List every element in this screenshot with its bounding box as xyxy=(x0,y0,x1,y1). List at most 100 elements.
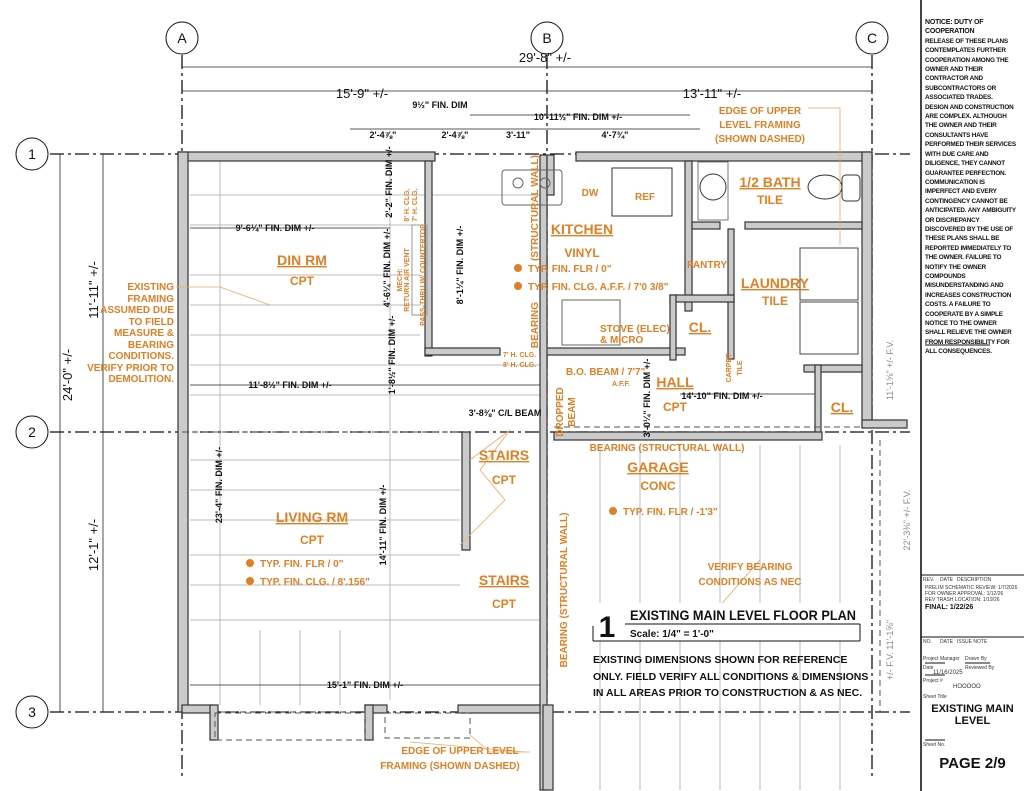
room-half-bath: 1/2 BATH xyxy=(739,174,800,190)
room-laundry: LAUNDRY xyxy=(741,275,810,291)
verify-bearing-note: VERIFY BEARING xyxy=(708,562,793,573)
grid-bubble-a: A xyxy=(165,21,199,55)
ceiling-height-label: 8' H. CLG. xyxy=(404,188,411,221)
grid-label-a: A xyxy=(177,30,187,46)
title-block-lines xyxy=(920,0,1024,791)
note-line: VERIFY PRIOR TO xyxy=(87,363,174,374)
dim-label: 14'-11" FIN. DIM +/- xyxy=(378,485,388,566)
dim-label: 4'-6¼" FIN. DIM +/- xyxy=(382,229,392,308)
issue-header: ISSUE NOTE xyxy=(957,639,988,645)
room-din-rm: DIN RM xyxy=(277,252,327,268)
kitchen-floor-elev: TYP. FIN. FLR / 0" xyxy=(528,264,612,275)
dim-label: 3'-0¼" FIN. DIM +/- xyxy=(642,359,652,438)
grid-label-c: C xyxy=(867,30,877,46)
dim-label: 2'-2" FIN. DIM +/- xyxy=(384,146,394,217)
notice-body: RELEASE OF THESE PLANS CONTEMPLATES FURT… xyxy=(925,37,1016,356)
living-ceiling-elev: TYP. FIN. CLG. / 8'.156" xyxy=(260,577,370,588)
note-line: DEMOLITION. xyxy=(108,374,174,385)
stove-label: STOVE (ELEC) xyxy=(600,324,670,335)
grid-label-2: 2 xyxy=(28,424,36,440)
page-number: PAGE 2/9 xyxy=(939,755,1006,772)
dim-label: 10'-11½" FIN. DIM +/- xyxy=(534,112,622,122)
dishwasher-label: DW xyxy=(582,188,599,199)
room-finish: CPT xyxy=(663,400,688,414)
project-number: HOOOOO xyxy=(953,684,981,690)
target-icon xyxy=(514,264,522,272)
upper-framing-note: FRAMING (SHOWN DASHED) xyxy=(380,761,519,772)
mech-label: MECH: xyxy=(397,269,404,292)
room-finish: CPT xyxy=(300,533,325,547)
issue-header: DATE xyxy=(940,639,953,645)
dim-label: 8'-1¼" FIN. DIM +/- xyxy=(455,226,465,305)
dim-field-verify: 22'-3⅜" +/- F.V. xyxy=(902,490,912,551)
dim-label: 2'-4⅞" xyxy=(370,130,397,140)
room-closet: CL. xyxy=(689,319,712,335)
note-line: FRAMING xyxy=(127,294,174,305)
room-stairs: STAIRS xyxy=(479,447,529,463)
room-finish: TILE xyxy=(757,193,783,207)
dim-vertical-24-0: 24'-0" +/- xyxy=(60,349,75,401)
grid-bubble-1: 1 xyxy=(15,137,49,171)
room-finish: CPT xyxy=(290,274,315,288)
drawing-name: EXISTING MAIN LEVEL FLOOR PLAN xyxy=(630,607,856,623)
dim-label: 23'-4" FIN. DIM +/- xyxy=(214,447,224,523)
stove-label: & MICRO xyxy=(600,335,644,346)
project-number-label: Project # xyxy=(923,678,943,684)
upper-framing-note: EDGE OF UPPER xyxy=(719,106,802,117)
dim-vertical-12-1: 12'-1" +/- xyxy=(86,519,101,571)
room-garage: GARAGE xyxy=(627,459,688,475)
ceiling-height-label: 7' H. CLG. xyxy=(412,188,419,221)
structural-wall-label: (STRUCTURAL WALL) xyxy=(530,155,541,261)
rev-header: REV. xyxy=(923,577,935,583)
grid-label-3: 3 xyxy=(28,704,36,720)
dim-left-span: 15'-9" +/- xyxy=(336,86,388,101)
note-line: TO FIELD xyxy=(129,317,174,328)
target-icon xyxy=(514,282,522,290)
grid-bubble-b: B xyxy=(530,21,564,55)
fixtures xyxy=(411,161,861,355)
dim-field-verify: 11'-1⅝" +/- F.V. xyxy=(885,340,895,400)
dim-label: 9½" FIN. DIM xyxy=(412,100,467,110)
room-finish: CPT xyxy=(492,597,517,611)
date-label: Date xyxy=(923,665,934,671)
carpet-tile-label: CARPET xyxy=(726,353,733,383)
revision-entry: PRELIM SCHEMATIC REVIEW: 1/7/2026 xyxy=(925,585,1018,591)
dim-label: 15'-1" FIN. DIM +/- xyxy=(327,680,403,690)
ceiling-height-label: 8' H. CLG. xyxy=(503,362,536,369)
drawn-by-label: Drawn By xyxy=(965,656,987,662)
carpet-tile-label: TILE xyxy=(737,360,744,375)
upper-framing-note: (SHOWN DASHED) xyxy=(715,134,805,145)
verify-bearing-note: CONDITIONS AS NEC xyxy=(699,577,802,588)
grid-bubble-2: 2 xyxy=(15,415,49,449)
room-living-rm: LIVING RM xyxy=(276,509,348,525)
beam-elev-label: B.O. BEAM / 7'7" xyxy=(566,367,646,378)
existing-framing-note: EXISTING FRAMING ASSUMED DUE TO FIELD ME… xyxy=(87,282,174,385)
room-stairs: STAIRS xyxy=(479,572,529,588)
note-line: CONDITIONS. xyxy=(108,351,174,362)
dimension-lines xyxy=(59,66,872,712)
dim-label: 3'-8⅜" C/L BEAM xyxy=(469,408,542,418)
dropped-beam-label: BEAM xyxy=(567,397,578,426)
drawing-date: 11/16/2025 xyxy=(933,670,963,676)
drawing-title: 1 EXISTING MAIN LEVEL FLOOR PLAN Scale: … xyxy=(590,603,861,644)
target-icon xyxy=(246,559,254,567)
kitchen-ceiling-elev: TYP. FIN. CLG. A.F.F. / 7'0 3/8" xyxy=(528,282,669,293)
bearing-wall-label: BEARING (STRUCTURAL WALL) xyxy=(590,443,745,454)
dim-vertical-11-11: 11'-11" +/- xyxy=(86,261,101,319)
dim-label: 3'-11" xyxy=(506,130,530,140)
room-finish: TILE xyxy=(762,294,788,308)
note-line: BEARING xyxy=(128,340,174,351)
upper-framing-note: EDGE OF UPPER LEVEL xyxy=(401,746,518,757)
dim-label: 1'-8½" FIN. DIM +/- xyxy=(387,316,397,395)
dropped-beam-label: DROPPED xyxy=(555,387,566,436)
revision-entry: REV TRASH LOCATION: 1/19/26 xyxy=(925,597,1000,603)
note-line: EXISTING xyxy=(127,282,174,293)
dim-field-verify: +/- F.V. 11'-1⅝" xyxy=(885,620,895,680)
bearing-label: BEARING xyxy=(530,302,541,348)
room-finish: CPT xyxy=(492,473,517,487)
reviewed-by-label: Reviewed By xyxy=(965,665,995,671)
sheet-title-label: Sheet Title xyxy=(923,694,947,700)
project-manager-label: Project Manager xyxy=(923,656,960,662)
grid-label-1: 1 xyxy=(28,146,36,162)
upper-framing-note: LEVEL FRAMING xyxy=(719,120,801,131)
